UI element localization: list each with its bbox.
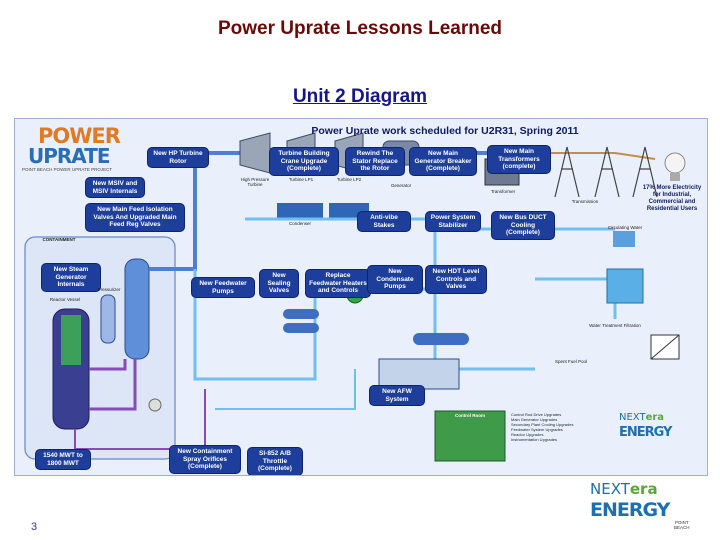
label-transformer: Transformer xyxy=(490,189,516,194)
condensate-line xyxy=(245,217,535,371)
label-containment: CONTAINMENT xyxy=(42,237,76,242)
tower-2 xyxy=(594,146,620,198)
callout-gen-breaker: New Main Generator Breaker (Complete) xyxy=(409,147,477,176)
heat-exchanger xyxy=(413,333,469,345)
diagram-heading: Power Uprate work scheduled for U2R31, S… xyxy=(311,125,579,137)
nextera-logo: NEXTera ENERGY xyxy=(590,480,700,530)
power-uprate-logo: POWER UPRATE POINT BEACH POWER UPRATE PR… xyxy=(20,124,140,174)
tower-1 xyxy=(554,146,580,198)
slide-subtitle: Unit 2 Diagram xyxy=(292,86,428,107)
fw-heater-2 xyxy=(283,323,319,333)
callout-anti-vibe: Anti-vibe Stakes xyxy=(357,211,411,232)
callout-sealing: New Sealing Valves xyxy=(259,269,299,298)
slide-title: Power Uprate Lessons Learned xyxy=(217,18,503,39)
callout-crane: Turbine Building Crane Upgrade (Complete… xyxy=(269,147,339,176)
condenser-1 xyxy=(277,203,323,219)
electricity-note: 17% More Electricity for Industrial, Com… xyxy=(642,185,702,212)
callout-fw-heaters: Replace Feedwater Heaters and Controls xyxy=(305,269,371,298)
logo-era: era xyxy=(645,412,665,423)
spent-fuel-pool xyxy=(378,358,460,390)
hp-turbine xyxy=(239,132,271,174)
callout-mwt: 1540 MWT to 1800 MWT xyxy=(35,449,91,470)
pressurizer xyxy=(100,294,116,344)
callout-stator: Rewind The Stator Replace the Rotor xyxy=(345,147,405,176)
logo-power: POWER xyxy=(38,124,121,148)
transmission-line xyxy=(535,152,656,160)
label-generator: Generator xyxy=(390,183,412,188)
lake-tank xyxy=(606,268,644,304)
label-lp2: Turbine LP2 xyxy=(336,177,362,182)
callout-spray: New Containment Spray Orifices (Complete… xyxy=(169,445,241,474)
logo-tagline: POINT BEACH POWER UPRATE PROJECT xyxy=(22,167,113,172)
point-beach-label: POINT BEACH xyxy=(674,520,690,530)
callout-cond-pumps: New Condensate Pumps xyxy=(367,265,423,294)
primary-loop xyxy=(89,359,137,411)
feedwater-line xyxy=(193,227,615,381)
nextera-logo-diagram: NEXTera ENERGY xyxy=(619,407,699,451)
label-transmission: Transmission xyxy=(571,199,599,204)
fw-heater-1 xyxy=(283,309,319,319)
label-hp-turbine: High Pressure Turbine xyxy=(240,177,270,187)
spray-line xyxy=(74,389,206,450)
callout-afw: New AFW System xyxy=(369,385,425,406)
logo-energy: ENERGY xyxy=(619,425,672,440)
label-condenser: Condenser xyxy=(288,221,311,226)
legend-item: Main Generator Upgrades xyxy=(511,417,558,422)
callout-throttle: SI-852 A/B Throttle (Complete) xyxy=(247,447,303,475)
cooling-tower xyxy=(613,231,635,247)
callout-hdt: New HDT Level Controls and Valves xyxy=(425,265,487,294)
filtration-diag xyxy=(650,334,680,360)
steam-generator xyxy=(124,258,150,360)
callout-steam-gen: New Steam Generator Internals xyxy=(41,263,101,292)
label-pressurizer: Pressurizer xyxy=(97,287,121,292)
containment-pump xyxy=(148,398,162,412)
label-filtration: Water Treatment Filtration xyxy=(589,323,641,328)
logo-next: NEXT xyxy=(619,412,646,423)
site-line-2: BEACH xyxy=(674,525,690,530)
plant-diagram: Power Uprate work scheduled for U2R31, S… xyxy=(14,118,708,476)
logo-era: era xyxy=(629,480,658,498)
label-circ-water: Circulating Water xyxy=(607,225,643,230)
label-lp1: Turbine LP1 xyxy=(288,177,314,182)
bulb-base xyxy=(670,173,680,181)
control-room-box xyxy=(434,410,506,462)
label-spent-fuel: Spent Fuel Pool xyxy=(554,359,588,364)
tower-3 xyxy=(632,146,658,198)
circ-water-line xyxy=(535,277,617,319)
label-control-room: Control Room xyxy=(455,413,485,418)
callout-stabilizer: Power System Stabilizer xyxy=(425,211,481,232)
callout-msiv: New MSIV and MSIV Internals xyxy=(85,177,145,198)
logo-energy: ENERGY xyxy=(590,499,670,521)
logo-uprate: UPRATE xyxy=(28,144,111,168)
upgrade-legend: Control Rod Drive Upgrades Main Generato… xyxy=(511,412,573,442)
label-reactor: Reactor Vessel xyxy=(49,297,81,302)
page-number: 3 xyxy=(31,521,38,533)
callout-hp-turbine: New HP Turbine Rotor xyxy=(147,147,209,168)
site-line-1: POINT xyxy=(674,520,689,525)
legend-item: Instrumentation Upgrades xyxy=(511,437,558,442)
afw-line xyxy=(215,369,356,410)
callout-transformers: New Main Transformers (complete) xyxy=(487,145,551,174)
legend-item: Reactor Upgrades xyxy=(511,432,544,437)
logo-next: NEXT xyxy=(590,480,630,498)
reactor-core xyxy=(61,315,81,365)
legend-item: Feedwater System Upgrades xyxy=(511,427,563,432)
callout-feed-iso: New Main Feed Isolation Valves And Upgra… xyxy=(85,203,185,232)
callout-feedwater-pumps: New Feedwater Pumps xyxy=(191,277,255,298)
callout-bus-duct: New Bus DUCT Cooling (Complete) xyxy=(491,211,555,240)
legend-item: Secondary Plant Cooling Upgrades xyxy=(511,422,574,427)
bulb xyxy=(664,152,686,174)
legend-item: Control Rod Drive Upgrades xyxy=(511,412,562,417)
